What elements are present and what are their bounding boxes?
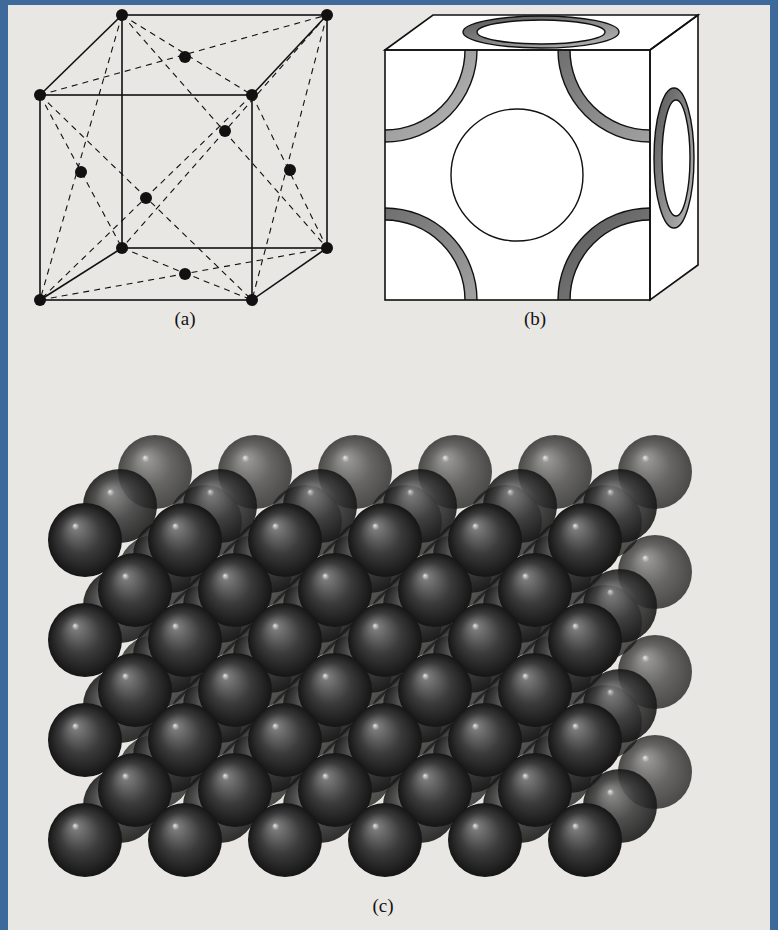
atom-sphere xyxy=(248,803,322,877)
fcc-lattice-cube xyxy=(34,9,333,306)
fcc-sphere-cell xyxy=(293,0,742,392)
sphere-packing xyxy=(48,435,692,877)
panel-label: (c) xyxy=(372,895,393,917)
panel-label: (a) xyxy=(174,308,195,330)
panel-label: (b) xyxy=(524,308,546,330)
atom-sphere xyxy=(348,803,422,877)
atom-sphere xyxy=(48,803,122,877)
atom-sphere xyxy=(148,803,222,877)
atom-sphere xyxy=(448,803,522,877)
atom-sphere xyxy=(548,803,622,877)
